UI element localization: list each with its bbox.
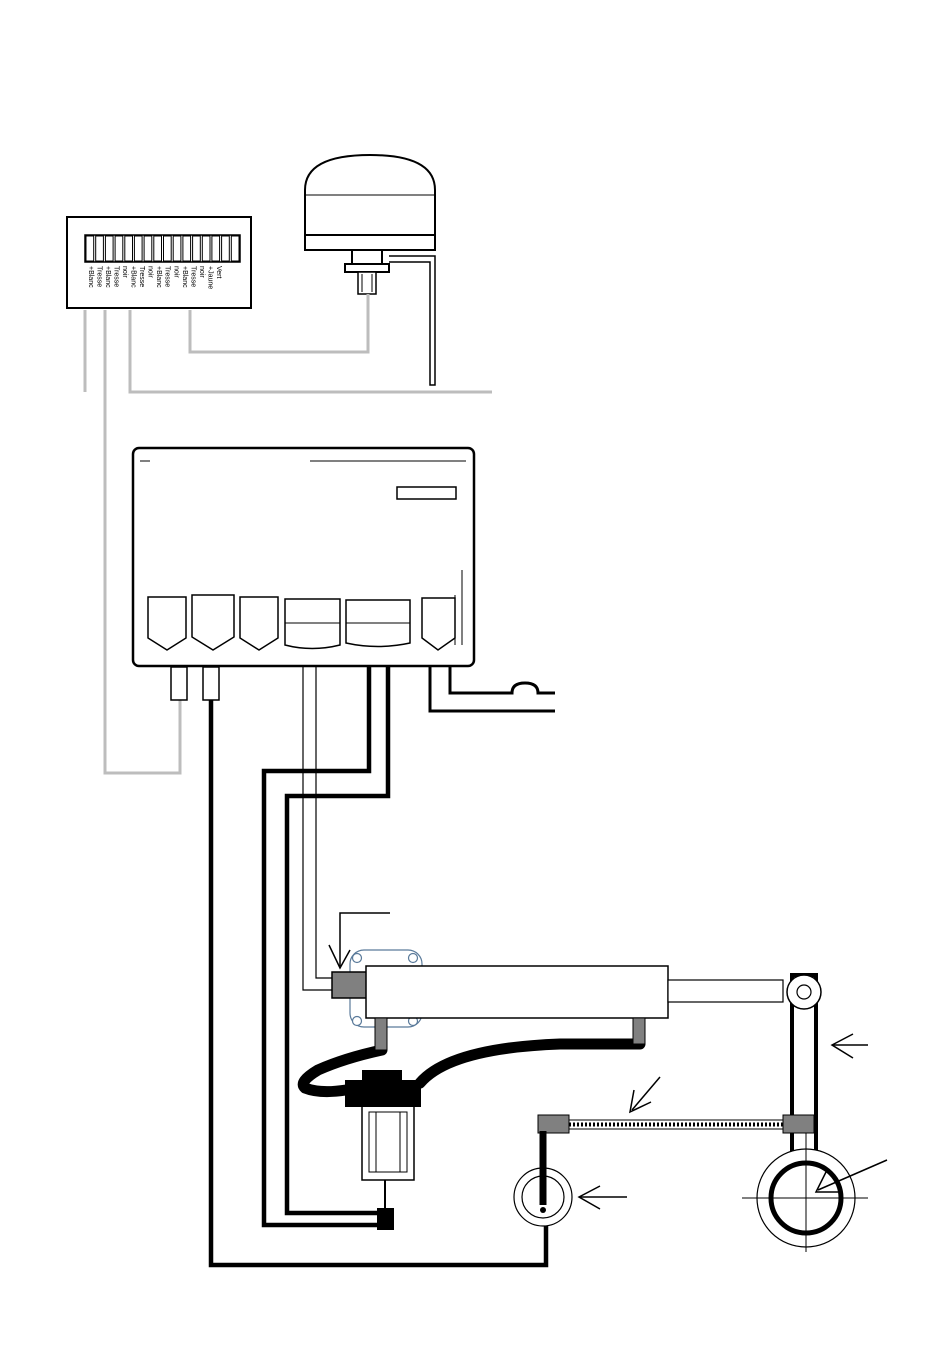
terminal-label: +Blanc [155,266,162,288]
power-leads [430,666,555,711]
rudder-feedback [514,1115,783,1226]
terminal-slot [96,236,104,261]
terminal-label: +Blanc [181,266,188,288]
terminal-slot [173,236,181,261]
control-unit [133,448,474,666]
pump-connector [377,1208,394,1230]
terminal-label: noir [147,266,154,278]
terminal-slot [231,236,239,261]
terminal-label: Tresse [96,266,103,287]
terminal-slot [212,236,220,261]
terminal-label: +Jaune [206,266,213,289]
terminal-slot [86,236,94,261]
terminal-label: +Blanc [130,266,137,288]
connector-3 [240,597,278,650]
connector-6 [422,598,455,650]
terminal-label: noir [198,266,205,278]
terminal-label: Tresse [138,266,145,287]
terminal-label: Vert [215,266,222,279]
cylinder-sensor [332,972,368,998]
gps-antenna [305,155,435,294]
arrow-feedback-pointer [579,1186,627,1209]
feedback-wire [303,666,332,990]
terminal-label: noir [121,266,128,278]
piston-rod [668,980,783,1002]
terminal-slot [115,236,123,261]
terminal-label: +Blanc [104,266,111,288]
arrow-link-rod-pointer [630,1077,660,1112]
antenna-bracket [389,256,435,385]
terminal-slot [193,236,201,261]
terminal-slot [134,236,142,261]
terminal-slot [183,236,191,261]
terminal-slot [164,236,172,261]
connector-2 [192,595,234,650]
terminal-slot [154,236,162,261]
tiller-arm [742,975,868,1252]
terminal-label: Tresse [113,266,120,287]
hydraulic-pump [345,1070,421,1230]
terminal-slot [105,236,113,261]
hydraulic-cylinder [332,966,783,1050]
terminal-slot [202,236,210,261]
terminal-slot [125,236,133,261]
terminal-slot [222,236,230,261]
terminal-label: noir [172,266,179,278]
terminal-slot [144,236,152,261]
cable-glands [171,667,219,700]
terminal-label: Tresse [164,266,171,287]
terminal-label: +Blanc [87,266,94,288]
arrow-tiller-pointer [832,1034,868,1058]
terminal-label: Tresse [189,266,196,287]
connector-4 [285,599,340,649]
connector-1 [148,597,186,650]
